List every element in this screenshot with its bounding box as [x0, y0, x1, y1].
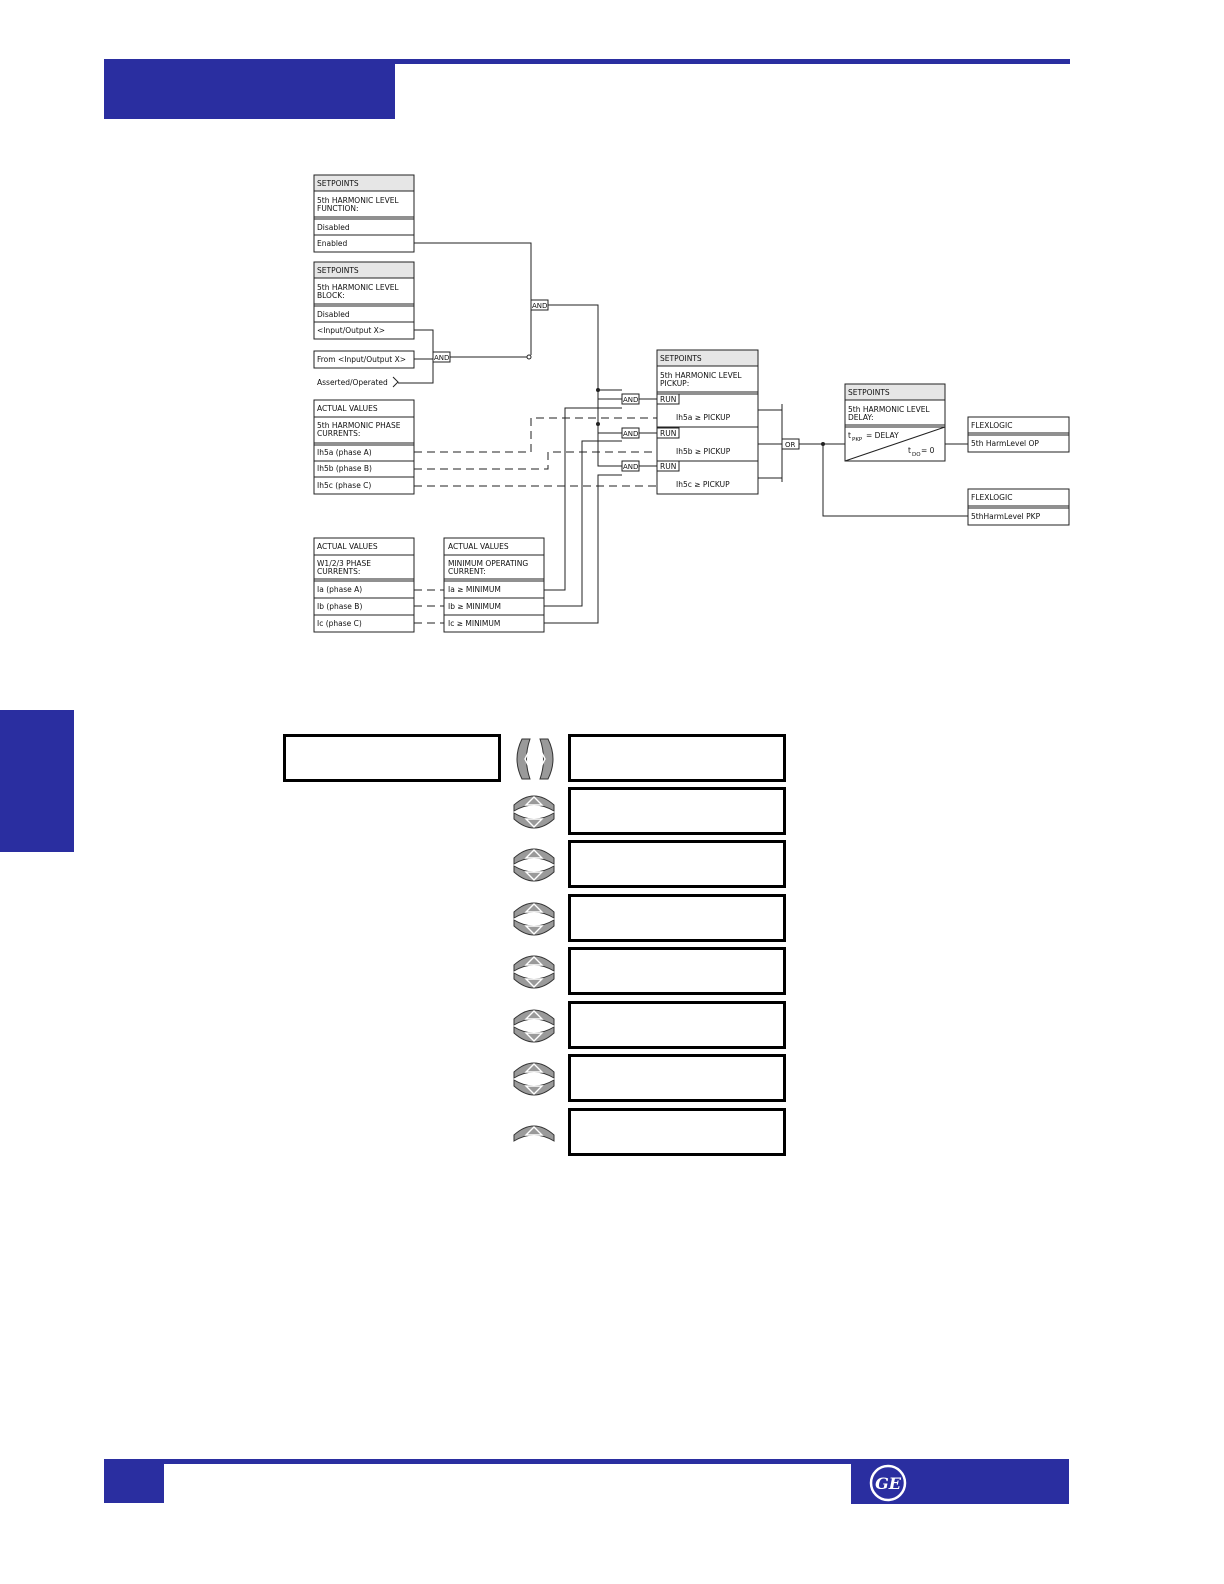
blk-header: SETPOINTS — [317, 266, 359, 275]
header-tab — [104, 59, 395, 119]
min-row-a: Ia ≥ MINIMUM — [448, 585, 501, 594]
harm-header: ACTUAL VALUES — [317, 404, 378, 413]
phase-row-c: Ic (phase C) — [317, 619, 362, 628]
min-header: ACTUAL VALUES — [448, 542, 509, 551]
up-down-arrow-keys-icon[interactable] — [512, 1003, 556, 1049]
phase-row-b: Ib (phase B) — [317, 602, 362, 611]
fn-header: SETPOINTS — [317, 179, 359, 188]
fn-title-2: FUNCTION: — [317, 204, 358, 213]
flex-pkp-header: FLEXLOGIC — [971, 493, 1012, 502]
tpkp-rest: = DELAY — [866, 431, 899, 440]
phase-title-2: CURRENTS: — [317, 567, 360, 576]
up-down-arrow-keys-icon[interactable] — [512, 842, 556, 888]
tpkp-t: t — [848, 431, 851, 440]
pickup-title-2: PICKUP: — [660, 379, 689, 388]
min-title-2: CURRENT: — [448, 567, 486, 576]
delay-header: SETPOINTS — [848, 388, 890, 397]
ge-logo-icon: GE — [869, 1464, 907, 1502]
phase-row-a: Ia (phase A) — [317, 585, 362, 594]
up-down-arrow-keys-icon[interactable] — [512, 949, 556, 995]
setpoint-message-6[interactable] — [568, 1001, 786, 1049]
harm-row-a: Ih5a (phase A) — [317, 448, 372, 457]
left-right-arrow-keys-icon[interactable] — [510, 737, 560, 781]
fn-row-enabled: Enabled — [317, 239, 348, 248]
setpoint-message-2[interactable] — [568, 787, 786, 835]
footer-page-tab — [104, 1459, 164, 1503]
blk-title-2: BLOCK: — [317, 291, 345, 300]
setpoint-message-8[interactable] — [568, 1108, 786, 1156]
pickup-row-a: Ih5a ≥ PICKUP — [676, 413, 731, 422]
menu-path-display — [283, 734, 501, 782]
and-gate-c: AND — [623, 463, 638, 471]
setpoint-message-3[interactable] — [568, 840, 786, 888]
setpoint-message-7[interactable] — [568, 1054, 786, 1102]
blk-row-io: <Input/Output X> — [317, 326, 385, 335]
flex-pkp-row: 5thHarmLevel PKP — [971, 512, 1041, 521]
pickup-title-1: 5th HARMONIC LEVEL — [660, 371, 742, 380]
footer-rule — [104, 1459, 1069, 1464]
delay-title-2: DELAY: — [848, 413, 874, 422]
from-io-label: From <Input/Output X> — [317, 355, 406, 364]
up-down-arrow-keys-icon[interactable] — [512, 896, 556, 942]
pickup-row-b: Ih5b ≥ PICKUP — [676, 447, 731, 456]
fn-row-disabled: Disabled — [317, 223, 350, 232]
harm-row-b: Ih5b (phase B) — [317, 464, 372, 473]
min-row-c: Ic ≥ MINIMUM — [448, 619, 500, 628]
flex-op-header: FLEXLOGIC — [971, 421, 1012, 430]
setpoint-message-4[interactable] — [568, 894, 786, 942]
or-gate: OR — [785, 441, 796, 449]
run-label-a: RUN — [660, 395, 676, 404]
harm-row-c: Ih5c (phase C) — [317, 481, 371, 490]
up-down-arrow-keys-icon[interactable] — [512, 1056, 556, 1102]
run-label-b: RUN — [660, 429, 676, 438]
and-gate-b: AND — [623, 430, 638, 438]
header-rule — [395, 59, 1070, 64]
logic-diagram: SETPOINTS 5th HARMONIC LEVEL FUNCTION: D… — [313, 174, 1070, 633]
pickup-header: SETPOINTS — [660, 354, 702, 363]
harm-title-1: 5th HARMONIC PHASE — [317, 421, 401, 430]
up-down-arrow-keys-icon[interactable] — [512, 789, 556, 835]
flex-op-row: 5th HarmLevel OP — [971, 439, 1039, 448]
phase-header: ACTUAL VALUES — [317, 542, 378, 551]
and-gate-1: AND — [532, 302, 547, 310]
harm-title-2: CURRENTS: — [317, 429, 360, 438]
tdo-t: t — [908, 446, 911, 455]
up-arrow-key-icon[interactable] — [512, 1117, 556, 1143]
phase-title-1: W1/2/3 PHASE — [317, 559, 371, 568]
and-gate-a: AND — [623, 396, 638, 404]
tdo-rest: = 0 — [921, 446, 935, 455]
run-label-c: RUN — [660, 462, 676, 471]
side-chapter-tab — [0, 710, 74, 852]
ge-logo-text: GE — [875, 1474, 902, 1493]
and-gate-2: AND — [434, 354, 449, 362]
delay-title-1: 5th HARMONIC LEVEL — [848, 405, 930, 414]
setpoint-message-5[interactable] — [568, 947, 786, 995]
asserted-label: Asserted/Operated — [317, 378, 388, 387]
tdo-sub: DO — [912, 452, 921, 458]
min-title-1: MINIMUM OPERATING — [448, 559, 528, 568]
setpoint-message-1[interactable] — [568, 734, 786, 782]
pickup-row-c: Ih5c ≥ PICKUP — [676, 480, 730, 489]
blk-row-disabled: Disabled — [317, 310, 350, 319]
blk-title-1: 5th HARMONIC LEVEL — [317, 283, 399, 292]
tpkp-sub: PKP — [852, 437, 863, 443]
fn-title-1: 5th HARMONIC LEVEL — [317, 196, 399, 205]
min-row-b: Ib ≥ MINIMUM — [448, 602, 501, 611]
